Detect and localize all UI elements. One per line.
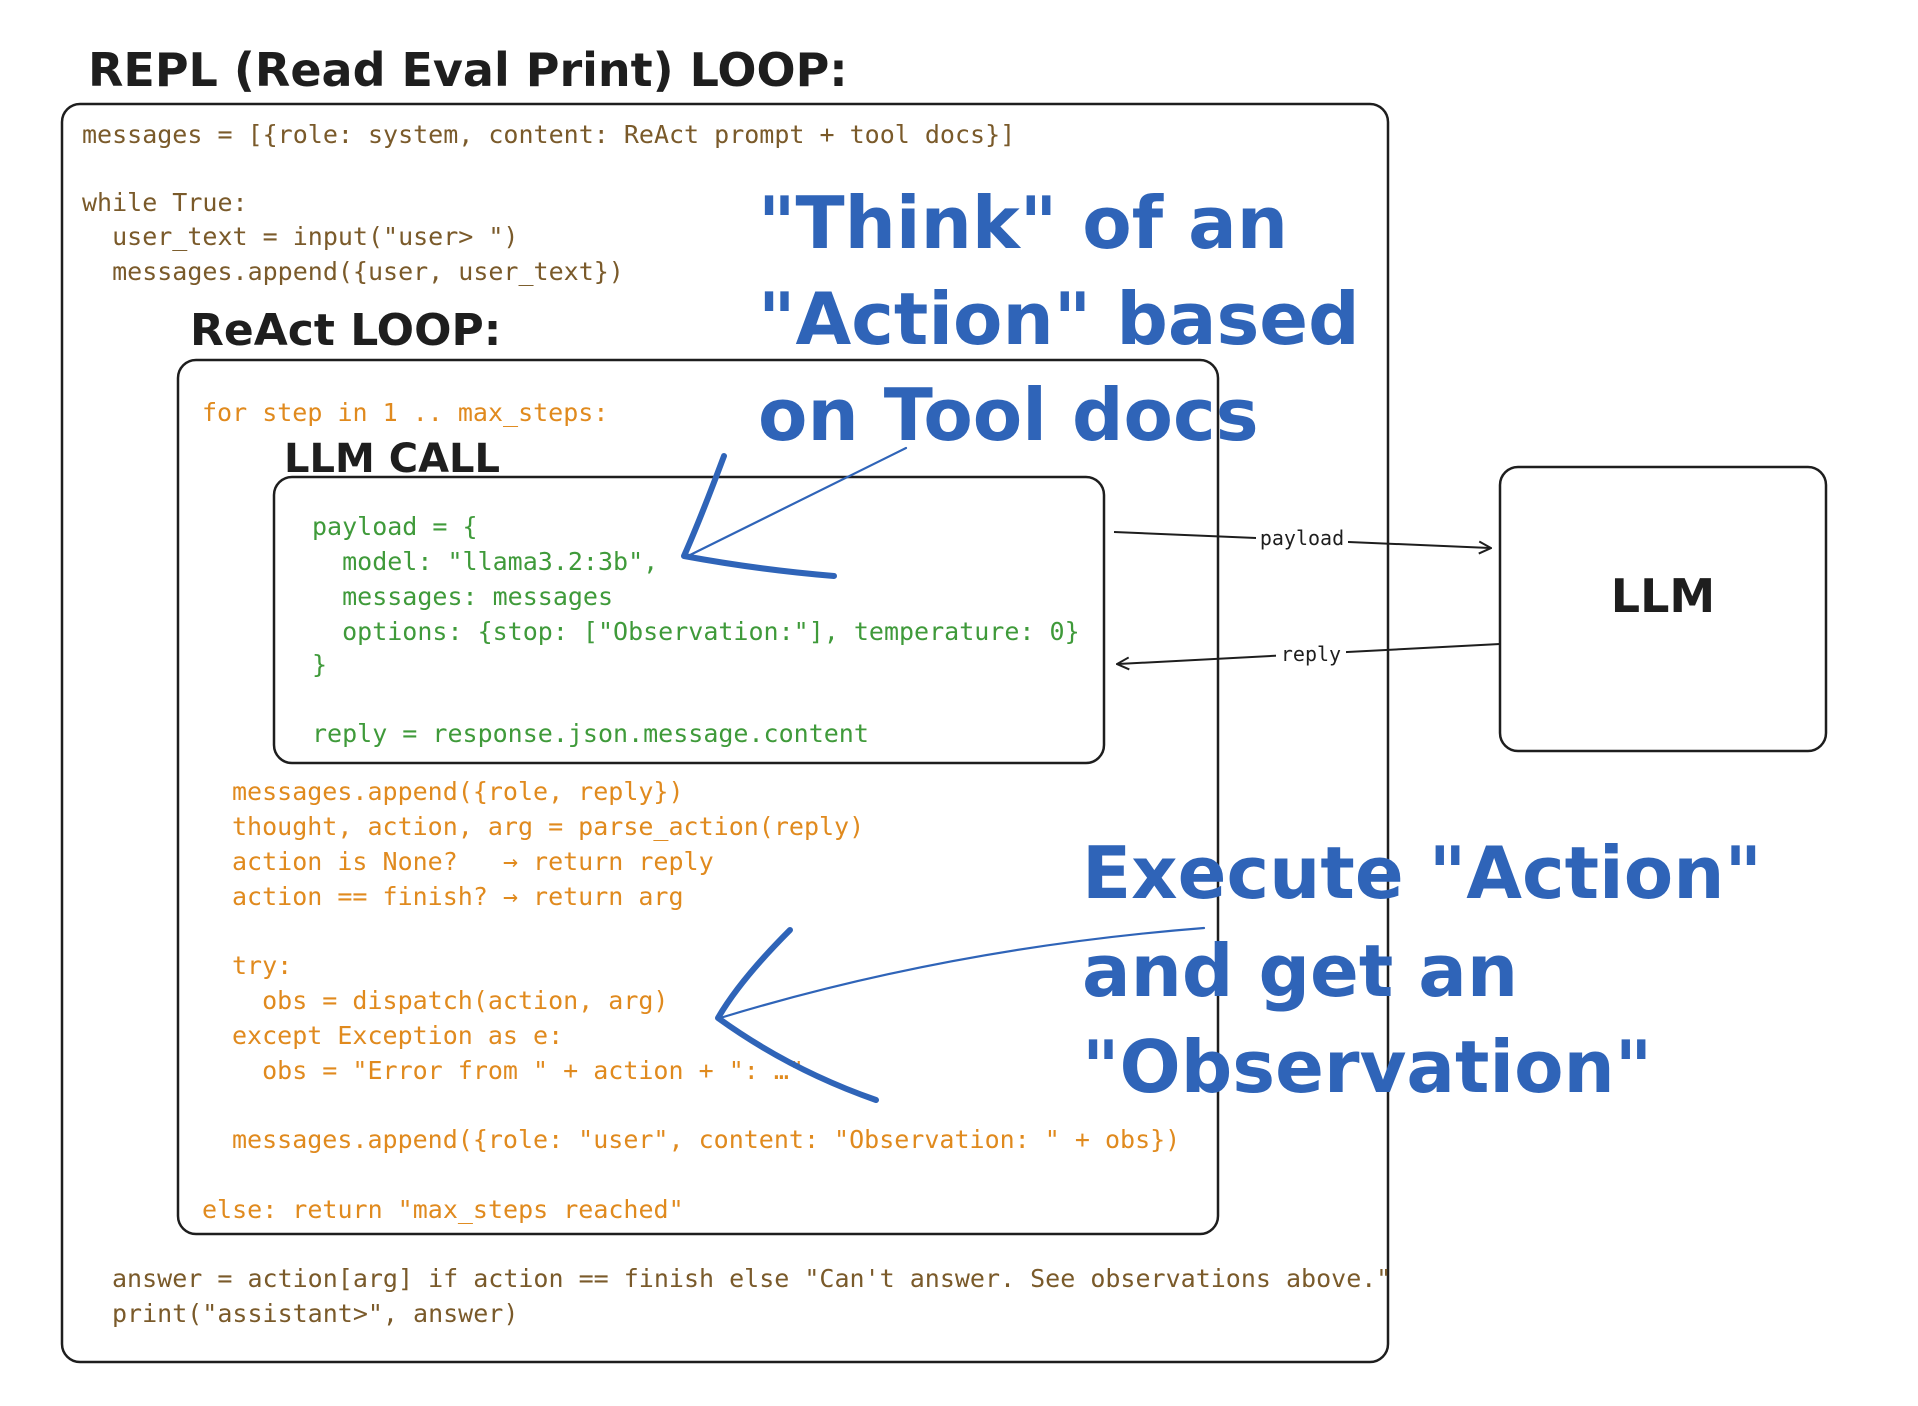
- llm-call-code-line: messages: messages: [312, 582, 613, 611]
- llm-box: [1498, 465, 1828, 753]
- execute-note-line: "Observation": [1082, 1025, 1652, 1109]
- execute-annotation: Execute "Action" and get an "Observation…: [1082, 831, 1762, 1109]
- repl-code-line: answer = action[arg] if action == finish…: [112, 1264, 1391, 1293]
- react-code-line: except Exception as e:: [232, 1021, 563, 1050]
- llm-call-code: payload = { model: "llama3.2:3b", messag…: [312, 512, 1080, 748]
- repl-loop-title: REPL (Read Eval Print) LOOP:: [88, 43, 848, 97]
- llm-call-code-line: options: {stop: ["Observation:"], temper…: [312, 617, 1080, 646]
- react-loop-title: ReAct LOOP:: [190, 305, 501, 356]
- react-code-line: messages.append({role, reply}): [232, 777, 684, 806]
- execute-note-line: Execute "Action": [1082, 831, 1762, 915]
- react-code-line: thought, action, arg = parse_action(repl…: [232, 812, 864, 841]
- react-loop-header: for step in 1 .. max_steps:: [202, 398, 608, 427]
- think-note-line: on Tool docs: [758, 373, 1259, 457]
- react-code-line: try:: [232, 951, 292, 980]
- think-annotation: "Think" of an "Action" based on Tool doc…: [758, 181, 1360, 457]
- think-note-line: "Think" of an: [758, 181, 1288, 265]
- repl-code-bottom: answer = action[arg] if action == finish…: [112, 1264, 1391, 1328]
- payload-edge-label: payload: [1260, 526, 1344, 550]
- reply-edge-label-bg: [1276, 640, 1346, 668]
- llm-call-code-line: model: "llama3.2:3b",: [312, 547, 658, 576]
- llm-call-code-line: }: [312, 650, 327, 679]
- react-code-line: action == finish? → return arg: [232, 882, 684, 911]
- react-loop-box: [176, 358, 1220, 1236]
- think-note-line: "Action" based: [758, 277, 1360, 361]
- repl-code-line: print("assistant>", answer): [112, 1299, 518, 1328]
- llm-box-label: LLM: [1611, 569, 1715, 623]
- react-loop-footer: else: return "max_steps reached": [202, 1195, 684, 1224]
- reply-edge-label: reply: [1281, 642, 1341, 666]
- repl-code-line: messages.append({user, user_text}): [82, 257, 624, 286]
- react-code-line: obs = dispatch(action, arg): [232, 986, 669, 1015]
- react-code-line: action is None? → return reply: [232, 847, 714, 876]
- react-code-line: obs = "Error from " + action + ": …": [232, 1056, 804, 1085]
- repl-code-line: messages = [{role: system, content: ReAc…: [82, 120, 1015, 149]
- execute-arrow: [715, 926, 1206, 1103]
- llm-call-code-line: payload = {: [312, 512, 478, 541]
- llm-call-title: LLM CALL: [284, 436, 500, 482]
- execute-note-line: and get an: [1082, 929, 1518, 1013]
- repl-code-line: while True:: [82, 188, 248, 217]
- payload-edge-label-bg: [1256, 524, 1348, 552]
- llm-call-code-line: reply = response.json.message.content: [312, 719, 869, 748]
- repl-code-line: user_text = input("user> "): [82, 222, 519, 251]
- react-code-body: messages.append({role, reply}) thought, …: [232, 777, 1180, 1154]
- repl-loop-box: [60, 102, 1390, 1364]
- react-code-line: messages.append({role: "user", content: …: [232, 1125, 1180, 1154]
- repl-code-top: messages = [{role: system, content: ReAc…: [82, 120, 1015, 286]
- think-arrow: [681, 446, 908, 579]
- llm-call-box: [272, 475, 1106, 765]
